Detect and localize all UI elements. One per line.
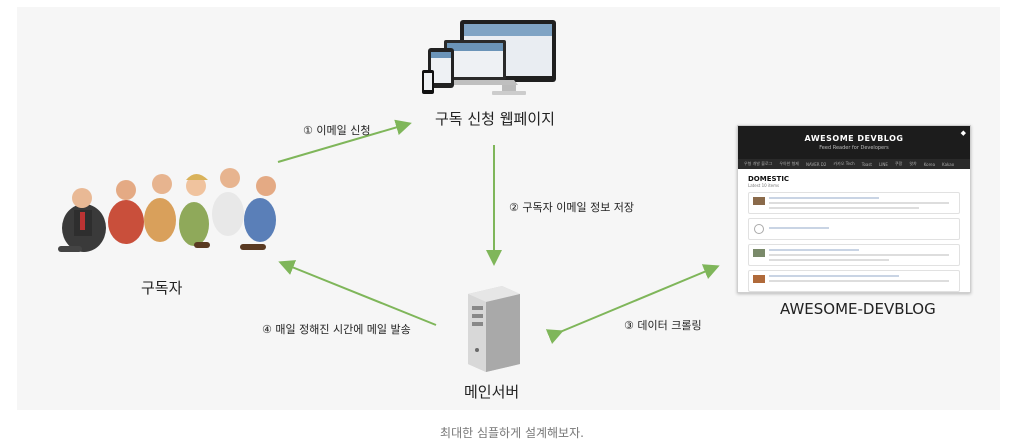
blog-post-item [748,244,960,266]
edge-server-to-subscribers [278,260,437,326]
blog-post-item [748,270,960,292]
node-label-blog: AWESOME-DEVBLOG [780,300,936,318]
edge-server-blog-crawl [545,264,720,344]
blog-nav-item: 쿠팡 [894,161,903,166]
blog-nav-item: Toast [861,161,873,167]
blog-body: DOMESTIC Latest 10 items [738,169,970,292]
blog-nav-item: 우아한 형제 [779,161,799,166]
blog-nav-item: NAVER D2 [805,161,827,167]
blog-nav: 우형 개발 블로그 우아한 형제 NAVER D2 카카오 Tech Toast… [738,159,970,169]
blog-post-item [748,218,960,240]
figure-caption: 최대한 심플하게 설계해보자. [440,426,584,440]
blog-nav-item: LINE [879,161,888,167]
node-label-server: 메인서버 [464,383,520,401]
edge-label-2: ② 구독자 이메일 정보 저장 [509,201,635,214]
blog-section-title: DOMESTIC [748,175,790,183]
blog-nav-item: Kakao [942,161,955,167]
edge-label-1: ① 이메일 신청 [303,124,371,137]
github-corner-icon: ◆ [960,129,966,137]
blog-nav-item: 왓챠 [909,161,917,166]
node-label-subscribers: 구독자 [141,279,183,297]
blog-title: AWESOME DEVBLOG [804,134,904,143]
server-icon [468,286,520,372]
blog-nav-item: 카카오 Tech [833,161,855,166]
edge-label-3: ③ 데이터 크롤링 [624,319,702,332]
blog-subtitle: Feed Reader for Developers [819,145,889,151]
edge-label-4: ④ 매일 정해진 시간에 메일 발송 [262,323,411,336]
node-label-webpage: 구독 신청 웹페이지 [435,110,555,128]
blog-nav-item: Korea [923,161,936,167]
blog-nav-item: 우형 개발 블로그 [744,161,773,166]
blog-screenshot: AWESOME DEVBLOG Feed Reader for Develope… [737,125,971,293]
responsive-devices-icon [422,20,556,95]
blog-latest-label: Latest 10 items [748,183,780,188]
blog-post-item [748,192,960,214]
edge-subscribers-to-webpage [277,119,412,163]
blog-header: AWESOME DEVBLOG Feed Reader for Develope… [738,126,970,159]
running-people-icon [58,168,276,252]
